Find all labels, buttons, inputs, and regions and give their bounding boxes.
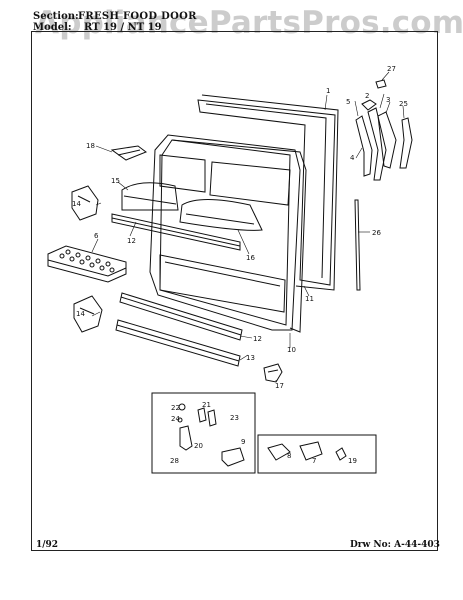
section-value: FRESH FOOD DOOR [78,11,197,22]
door-shelf-bar-lower [119,292,243,341]
callout-10: 10 [287,346,296,354]
callout-15: 15 [111,177,120,185]
door-shelf-bar-bottom [115,319,241,367]
callout-26: 26 [372,229,381,237]
callout-leaders [91,71,405,382]
model-label: Model: [33,22,72,33]
callout-17: 17 [275,382,284,390]
dairy-cover-right [179,199,263,231]
callout-1: 1 [326,87,330,95]
section-label: Section: [33,11,79,22]
door-gasket [197,94,339,291]
callout-13: 13 [246,354,255,362]
callout-2: 2 [365,92,369,100]
drawing-number: Drw No: A-44-403 [350,540,440,550]
callout-4: 4 [350,154,355,162]
hinge-bracket [263,363,283,383]
revision-date: 1/92 [36,540,59,550]
callout-12a: 12 [127,237,136,245]
egg-tray [47,245,127,283]
callout-3: 3 [386,96,390,104]
callout-5: 5 [346,98,350,106]
shelf-end-cap-lower [73,295,103,333]
callout-28: 28 [170,457,179,465]
callout-16: 16 [246,254,255,262]
callout-24: 24 [171,415,180,423]
callout-21: 21 [202,401,211,409]
callout-9: 9 [241,438,245,446]
model-value: RT 19 / NT 19 [84,22,162,33]
callout-14b: 14 [76,310,85,318]
door-liner [149,134,307,333]
callout-27: 27 [387,65,396,73]
shelf-end-cap-upper [71,185,99,221]
callout-23: 23 [230,414,239,422]
callout-19: 19 [348,457,357,465]
callout-18: 18 [86,142,95,150]
callout-11: 11 [305,295,314,303]
handle-trim-strip [354,199,361,291]
callout-14a: 14 [72,200,81,208]
drawing-frame [31,31,438,551]
door-handle-parts [355,79,413,181]
callout-7: 7 [312,457,316,465]
callout-25: 25 [399,100,408,108]
door-shelf-bar-upper [111,213,241,251]
callout-12b: 12 [253,335,262,343]
callout-22: 22 [171,404,180,412]
callout-20: 20 [194,442,203,450]
callout-8: 8 [287,452,291,460]
dairy-cover-left [121,182,179,211]
callout-6: 6 [94,232,99,240]
butter-door [110,145,148,161]
callout-labels: 1 2 3 4 5 25 26 27 18 15 14 12 16 6 11 1… [72,65,408,465]
inset-hardware-box [151,392,377,474]
